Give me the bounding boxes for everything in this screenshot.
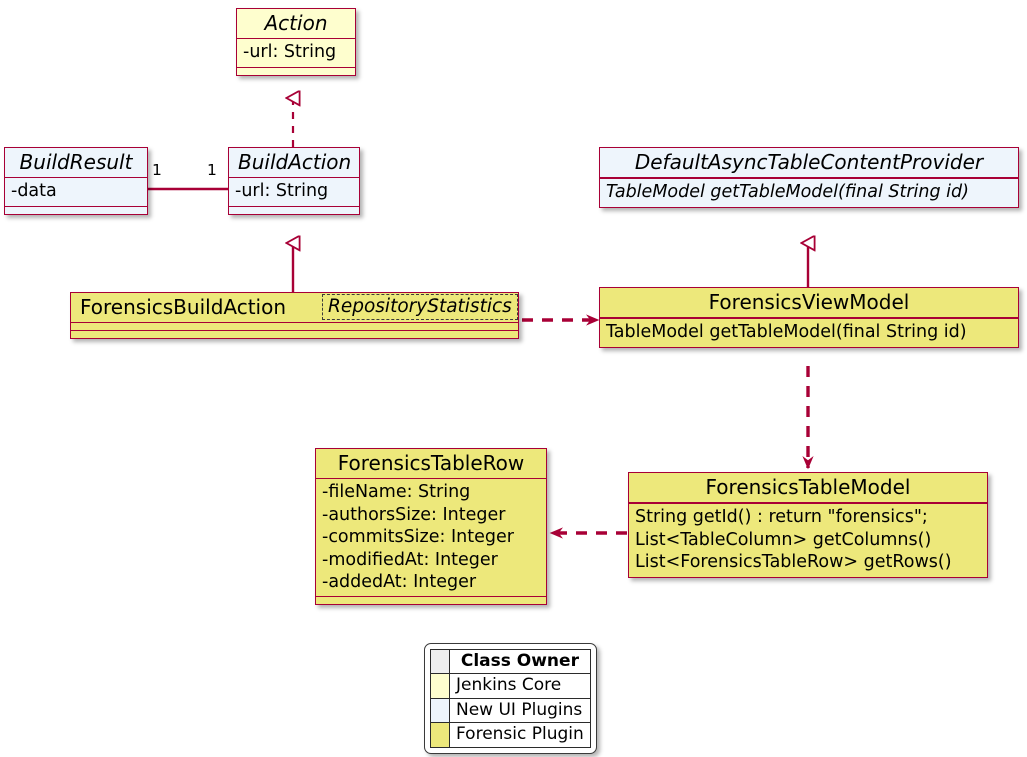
legend-header-label: Class Owner [449,648,591,675]
class-title-buildresult: BuildResult [19,150,133,174]
legend-row: Forensic Plugin [430,722,591,748]
class-separator [600,177,1018,179]
class-separator [237,66,355,68]
class-separator [600,317,1018,319]
attribute-row: -addedAt: Integer [322,571,477,592]
attribute-row: -commitsSize: Integer [322,527,514,548]
legend-table: Class Owner Jenkins Core New UI Plugins … [430,648,591,748]
method-row: TableModel getTableModel(final String id… [606,182,969,203]
class-methods-action [237,68,355,75]
class-attributes-buildresult: -data [5,178,147,205]
class-separator [629,502,987,504]
class-methods-forensicstablerow [316,597,546,604]
class-title-forensicsbuildaction: ForensicsBuildAction [80,295,287,319]
method-row: List<TableColumn> getColumns() [635,529,932,550]
attribute-row: -data [11,181,57,202]
class-methods-buildaction [229,207,359,214]
class-separator [600,318,1018,320]
class-methods-defaultasynctablecontentprovider: TableModel getTableModel(final String id… [600,179,1018,206]
class-separator [237,38,355,40]
class-box-action[interactable]: Action -url: String [236,8,356,76]
class-attributes-action: -url: String [237,39,355,66]
legend-swatch-jenkins-core [430,673,450,699]
class-attributes-forensicsbuildaction [71,323,518,330]
class-box-buildresult[interactable]: BuildResult -data [4,147,148,215]
class-title-forensicsviewmodel: ForensicsViewModel [708,290,910,314]
attribute-row: -fileName: String [322,482,471,503]
class-separator [5,177,147,179]
stereotype-label-repositorystatistics: RepositoryStatistics [322,294,518,321]
class-separator [229,205,359,207]
class-methods-forensicstablemodel: String getId() : return "forensics"; Lis… [629,504,987,576]
class-title-action: Action [264,11,328,35]
legend-header-row: Class Owner [430,648,591,675]
legend-label-jenkins-core: Jenkins Core [449,673,591,699]
class-box-forensicstablerow[interactable]: ForensicsTableRow -fileName: String -aut… [315,448,547,606]
class-title-buildaction: BuildAction [238,150,352,174]
class-attributes-forensicstablerow: -fileName: String -authorsSize: Integer … [316,479,546,596]
class-title-forensicstablemodel: ForensicsTableModel [705,475,911,499]
class-title-forensicstablerow: ForensicsTableRow [337,451,525,475]
class-box-forensicstablemodel[interactable]: ForensicsTableModel String getId() : ret… [628,472,988,578]
class-attributes-buildaction: -url: String [229,178,359,205]
attribute-row: -url: String [243,42,337,63]
method-row: String getId() : return "forensics"; [635,507,928,528]
class-box-defaultasynctablecontentprovider[interactable]: DefaultAsyncTableContentProvider TableMo… [599,147,1019,208]
method-row: List<ForensicsTableRow> getRows() [635,552,952,573]
legend-swatch-new-ui-plugins [430,697,450,724]
method-row: TableModel getTableModel(final String id… [606,322,967,343]
class-methods-forensicsbuildaction [71,331,518,338]
class-separator [5,205,147,207]
legend-label-new-ui-plugins: New UI Plugins [449,697,591,724]
multiplicity-buildresult-end: 1 [152,161,162,179]
legend-label-forensic-plugin: Forensic Plugin [449,722,591,748]
attribute-row: -modifiedAt: Integer [322,549,498,570]
attribute-row: -authorsSize: Integer [322,504,506,525]
class-separator [316,596,546,598]
class-separator [316,478,546,480]
class-separator [71,322,518,324]
class-box-forensicsviewmodel[interactable]: ForensicsViewModel TableModel getTableMo… [599,287,1019,348]
class-box-buildaction[interactable]: BuildAction -url: String [228,147,360,215]
class-separator [71,330,518,332]
legend-class-owner: Class Owner Jenkins Core New UI Plugins … [424,643,597,754]
attribute-row: -url: String [235,181,329,202]
legend-row: Jenkins Core [430,673,591,699]
class-title-defaultasynctablecontentprovider: DefaultAsyncTableContentProvider [634,150,984,174]
multiplicity-buildaction-end: 1 [207,161,217,179]
legend-row: New UI Plugins [430,697,591,724]
legend-swatch-forensic-plugin [430,722,450,748]
class-methods-buildresult [5,207,147,214]
class-separator [600,178,1018,180]
class-separator [629,503,987,505]
class-separator [229,177,359,179]
legend-header-swatch [430,648,450,675]
class-methods-forensicsviewmodel: TableModel getTableModel(final String id… [600,319,1018,346]
